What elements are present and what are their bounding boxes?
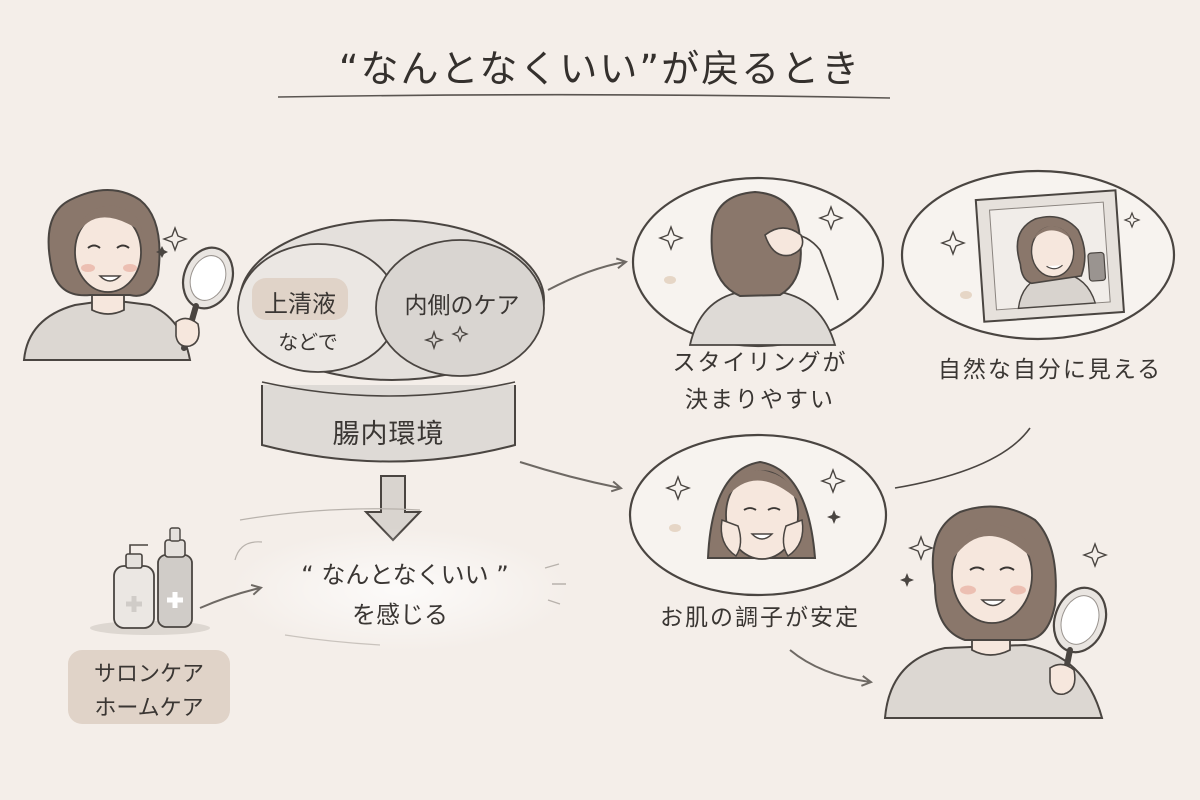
woman-with-mirror-topleft xyxy=(22,189,235,361)
gut-environment-label: 腸内環境 xyxy=(332,419,445,450)
styling-label-line-2: 決まりやすい xyxy=(685,387,835,413)
care-chip-line-2: ホームケア xyxy=(94,696,204,721)
natural-self-label: 自然な自分に見える xyxy=(937,357,1163,383)
title-underline xyxy=(277,93,891,99)
supernatant-sublabel: などで xyxy=(278,330,338,354)
care-chip-line-1: サロンケア xyxy=(93,662,204,687)
skin-label: お肌の調子が安定 xyxy=(660,605,860,631)
skin-bubble xyxy=(628,433,888,597)
feeling-cloud xyxy=(230,508,570,652)
feeling-line-1: “ なんとなくいい ” xyxy=(301,561,509,589)
arrow-to-styling xyxy=(547,262,625,291)
care-bottles xyxy=(90,527,210,635)
woman-result-bottomright xyxy=(883,505,1108,719)
arrow-to-result-woman xyxy=(789,649,870,682)
feeling-line-2: を感じる xyxy=(352,601,448,629)
gut-environment-diagram xyxy=(237,219,545,463)
styling-bubble xyxy=(631,176,885,348)
connector-curve xyxy=(894,427,1031,489)
inner-care-label: 内側のケア xyxy=(404,293,520,319)
supernatant-chip xyxy=(252,278,348,320)
arrow-care-to-feeling xyxy=(199,588,260,609)
page-title: “なんとなくいい”が戻るとき xyxy=(338,47,862,91)
natural-self-bubble xyxy=(900,169,1176,341)
supernatant-label: 上清液 xyxy=(264,290,336,318)
care-chip xyxy=(68,650,230,724)
down-arrow xyxy=(363,475,423,542)
arrow-to-skin xyxy=(519,461,620,488)
styling-label-line-1: スタイリングが xyxy=(672,350,848,376)
